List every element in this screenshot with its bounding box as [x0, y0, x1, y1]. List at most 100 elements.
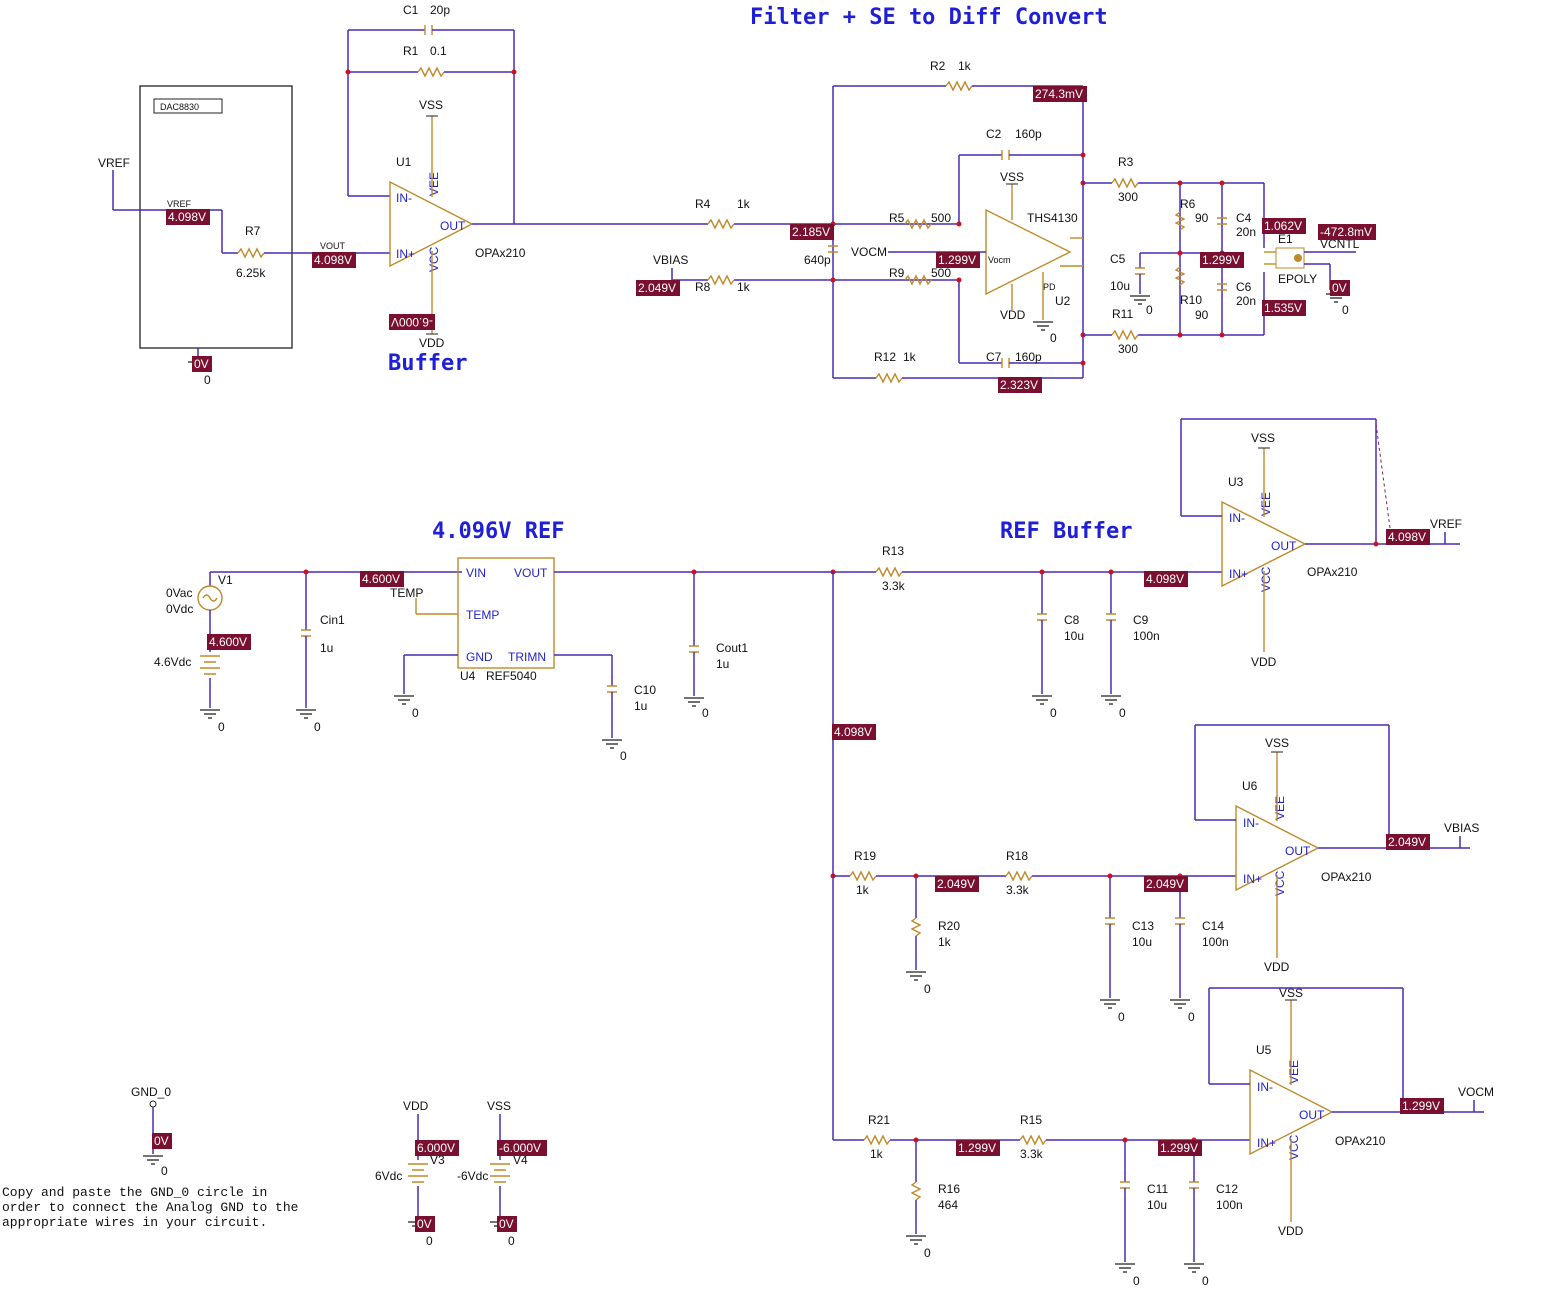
v3-dc: 6Vdc	[375, 1169, 402, 1183]
c9-capacitor	[1106, 613, 1116, 621]
ground-symbol	[905, 971, 927, 981]
u3-vee: VEE	[1259, 492, 1273, 516]
svg-text:1.299V: 1.299V	[1202, 253, 1240, 267]
c12-value: 100n	[1216, 1198, 1243, 1212]
c1-label: C1	[403, 3, 419, 17]
u3-model: OPAx210	[1307, 565, 1358, 579]
junction-dot	[345, 69, 351, 75]
svg-text:0V: 0V	[1332, 281, 1347, 295]
u3-vcc: VCC	[1259, 566, 1273, 592]
r13-resistor	[875, 566, 903, 578]
r18-resistor	[1005, 870, 1033, 882]
r2-value: 1k	[958, 59, 972, 73]
u6-vcc: VCC	[1273, 870, 1287, 896]
volt-marker: 1.299V	[956, 1140, 1000, 1156]
u2-pd-pin: PD	[1043, 282, 1056, 292]
volt-marker: 2.049V	[935, 876, 979, 892]
r21-label: R21	[868, 1113, 890, 1127]
u6-vdd: VDD	[1264, 960, 1290, 974]
u6-model: OPAx210	[1321, 870, 1372, 884]
r4-value: 1k	[737, 197, 751, 211]
dac-block	[139, 85, 293, 349]
c12-capacitor	[1189, 1181, 1199, 1189]
volt-marker: 1.299V	[1158, 1140, 1202, 1156]
cin1-capacitor	[301, 629, 311, 637]
u5-opamp	[1249, 1068, 1334, 1156]
volt-marker: 0V	[152, 1133, 172, 1149]
r3-resistor	[1111, 177, 1139, 189]
dac-vout-pin: VOUT	[320, 241, 346, 251]
svg-text:1.299V: 1.299V	[1402, 1099, 1440, 1113]
junction-dot	[303, 569, 309, 575]
volt-marker: -472.8mV	[1318, 224, 1376, 240]
cin1-label: Cin1	[320, 613, 345, 627]
ground-label: 0	[426, 1234, 433, 1248]
e1-source	[1275, 247, 1305, 269]
volt-marker: 4.098V	[1144, 571, 1188, 587]
r5-value: 500	[931, 211, 951, 225]
volt-marker: 2.049V	[636, 280, 680, 296]
u2-vocm-pin: Vocm	[988, 255, 1011, 265]
u1-out: OUT	[440, 219, 466, 233]
r9-value: 500	[931, 266, 951, 280]
v1-battery	[200, 655, 220, 675]
volt-marker: 6.000V	[415, 1140, 459, 1156]
r3-value: 300	[1118, 190, 1138, 204]
ground-label: 0	[924, 1246, 931, 1260]
r2-resistor	[945, 80, 973, 92]
c8-capacitor	[1037, 613, 1047, 621]
c5-label: C5	[1110, 252, 1126, 266]
v1-label: V1	[218, 573, 233, 587]
u1-vdd: VDD	[419, 336, 445, 350]
u5-label: U5	[1256, 1043, 1272, 1057]
temp-net-label: TEMP	[390, 586, 423, 600]
u2-model: THS4130	[1027, 211, 1078, 225]
r10-resistor	[1174, 266, 1186, 286]
ground-label: 0	[1188, 1010, 1195, 1024]
u5-out: OUT	[1299, 1108, 1325, 1122]
u5-model: OPAx210	[1335, 1134, 1386, 1148]
ground-symbol	[1099, 999, 1121, 1009]
ground-label: 0	[508, 1234, 515, 1248]
r12-label: R12	[874, 350, 896, 364]
ground-symbol	[295, 709, 317, 719]
junction-dot	[1219, 332, 1225, 338]
r9-label: R9	[889, 266, 905, 280]
c14-capacitor	[1175, 917, 1185, 925]
ground-label: 0	[620, 749, 627, 763]
u1-vss: VSS	[419, 98, 443, 112]
v3-vdd-label: VDD	[403, 1099, 429, 1113]
u4-ref5040	[457, 557, 555, 669]
volt-marker: 0V	[1330, 280, 1350, 296]
ground-symbol	[1031, 695, 1053, 705]
svg-text:4.098V: 4.098V	[1146, 572, 1184, 586]
junction-dot	[830, 277, 836, 283]
dac-name: DAC8830	[160, 102, 199, 112]
junction-dot	[1177, 250, 1183, 256]
u4-model: REF5040	[486, 669, 537, 683]
v3-battery	[408, 1163, 428, 1183]
ground-label: 0	[1146, 303, 1153, 317]
vbias-out-label: VBIAS	[1444, 821, 1479, 835]
c14-label: C14	[1202, 919, 1224, 933]
ground-symbol	[1032, 321, 1054, 331]
r8-label: R8	[695, 280, 711, 294]
r2-label: R2	[930, 59, 946, 73]
ground-symbol	[1100, 695, 1122, 705]
u1-opamp	[389, 180, 474, 268]
u6-vss: VSS	[1265, 736, 1289, 750]
svg-text:2.049V: 2.049V	[937, 877, 975, 891]
volt-marker: 0V	[415, 1216, 435, 1232]
svg-text:1.299V: 1.299V	[958, 1141, 996, 1155]
ground-label: 0	[161, 1164, 168, 1178]
sine-icon	[202, 594, 218, 602]
u4-label: U4	[460, 669, 476, 683]
c4-capacitor	[1217, 217, 1227, 225]
r3-label: R3	[1118, 155, 1134, 169]
svg-text:-472.8mV: -472.8mV	[1320, 225, 1372, 239]
r19-value: 1k	[856, 883, 870, 897]
junction-dot	[1177, 180, 1183, 186]
r13-value: 3.3k	[882, 579, 906, 593]
c7-capacitor	[1001, 358, 1010, 368]
c11-label: C11	[1147, 1182, 1168, 1196]
